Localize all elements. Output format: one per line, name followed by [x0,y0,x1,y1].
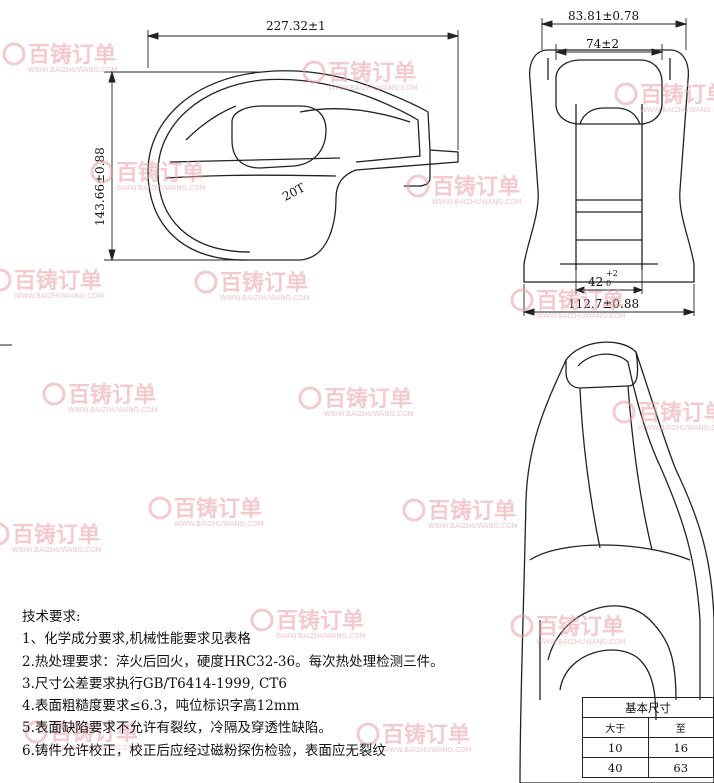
inner-width-dimension: 74±2 [586,37,619,51]
front-view-dimensions [522,18,696,316]
table-header: 大于 [582,717,649,738]
svg-text:百铸订单: 百铸订单 [68,382,156,408]
svg-text:百铸订单: 百铸订单 [50,720,138,746]
table-cell: 16 [647,737,714,758]
svg-text:WWW.BAIZHUWANG.COM: WWW.BAIZHUWANG.COM [638,424,714,432]
svg-text:WWW.BAIZHUWANG.COM: WWW.BAIZHUWANG.COM [14,292,104,300]
svg-text:WWW.BAIZHUWANG.COM: WWW.BAIZHUWANG.COM [640,106,714,114]
requirement-item: 3.尺寸公差要求执行GB/T6414-1999, CT6 [22,675,287,692]
isometric-view [519,341,714,783]
svg-text:WWW.BAIZHUWANG.COM: WWW.BAIZHUWANG.COM [28,66,118,74]
watermarks: 百铸订单 WWW.BAIZHUWANG.COM 百铸订单 WWW.BAIZHUW… [0,42,714,754]
technical-requirements: 技术要求: 1、化学成分要求,机械性能要求见表格 2.热处理要求：淬火后回火，硬… [22,606,444,762]
watermark: 百铸订单 WWW.BAIZHUWANG.COM [302,60,418,92]
svg-text:百铸订单: 百铸订单 [324,386,412,412]
slot-tolerance-lower: 0 [606,279,611,288]
svg-text:WWW.BAIZHUWANG.COM: WWW.BAIZHUWANG.COM [328,84,418,92]
watermark: 百铸订单 WWW.BAIZHUWANG.COM [612,400,714,432]
side-view-dimensions [104,30,460,262]
svg-text:WWW.BAIZHUWANG.COM: WWW.BAIZHUWANG.COM [536,312,626,320]
table-title: 基本尺寸 [582,697,714,718]
table-cell: 63 [647,757,714,778]
requirement-item: 4.表面粗糙度要求≤6.3，吨位标识字高12mm [22,698,300,715]
watermark: 百铸订单 WWW.BAIZHUWANG.COM [250,608,366,640]
svg-text:百铸订单: 百铸订单 [638,400,714,426]
svg-text:百铸订单: 百铸订单 [174,496,262,522]
svg-text:WWW.BAIZHUWANG.COM: WWW.BAIZHUWANG.COM [432,198,522,206]
watermark: 百铸订单 WWW.BAIZHUWANG.COM [148,496,264,528]
svg-text:WWW.BAIZHUWANG.COM: WWW.BAIZHUWANG.COM [324,410,414,418]
watermark: 百铸订单 WWW.BAIZHUWANG.COM [0,522,102,554]
svg-text:WWW.BAIZHUWANG.COM: WWW.BAIZHUWANG.COM [428,522,518,530]
svg-text:WWW.BAIZHUWANG.COM: WWW.BAIZHUWANG.COM [536,638,626,646]
svg-text:WWW.BAIZHUWANG.COM: WWW.BAIZHUWANG.COM [12,546,102,554]
height-dimension: 143.66±0.88 [93,147,107,226]
watermark: 百铸订单 WWW.BAIZHUWANG.COM [406,174,522,206]
requirements-title: 技术要求: [22,609,81,625]
requirement-item: 5.表面缺陷要求不允许有裂纹，冷隔及穿透性缺陷。 [22,720,332,737]
watermark: 百铸订单 WWW.BAIZHUWANG.COM [90,160,206,192]
watermark: 百铸订单 WWW.BAIZHUWANG.COM [510,288,626,320]
side-view [147,70,459,261]
tonnage-marking: 20T [280,181,307,204]
svg-text:百铸订单: 百铸订单 [536,288,624,314]
watermark: 百铸订单 WWW.BAIZHUWANG.COM [510,614,626,646]
base-width-dimension: 112.7±0.88 [568,297,639,311]
slot-tolerance-upper: +2 [606,269,618,278]
front-view [523,49,695,283]
basic-size-table: 基本尺寸 大于 至 10 16 40 63 [582,697,714,778]
svg-text:百铸订单: 百铸订单 [220,270,308,296]
svg-text:WWW.BAIZHUWANG.COM: WWW.BAIZHUWANG.COM [116,184,206,192]
svg-text:百铸订单: 百铸订单 [432,174,520,200]
table-cell: 10 [582,737,649,758]
watermark: 百铸订单 WWW.BAIZHUWANG.COM [24,720,140,752]
watermark: 百铸订单 WWW.BAIZHUWANG.COM [42,382,158,414]
requirement-item: 6.铸件允许校正，校正后应经过磁粉探伤检验，表面应无裂纹 [22,742,386,759]
svg-text:百铸订单: 百铸订单 [428,498,516,524]
svg-text:WWW.BAIZHUWANG.COM: WWW.BAIZHUWANG.COM [50,744,140,752]
svg-text:百铸订单: 百铸订单 [28,42,116,68]
watermark: 百铸订单 WWW.BAIZHUWANG.COM [614,82,714,114]
slot-width-dimension: 42 [588,275,603,289]
watermark: 百铸订单 WWW.BAIZHUWANG.COM [356,722,472,754]
watermark: 百铸订单 WWW.BAIZHUWANG.COM [402,498,518,530]
svg-text:WWW.BAIZHUWANG.COM: WWW.BAIZHUWANG.COM [68,406,158,414]
svg-text:百铸订单: 百铸订单 [382,722,470,748]
svg-text:WWW.BAIZHUWANG.COM: WWW.BAIZHUWANG.COM [382,746,472,754]
svg-text:百铸订单: 百铸订单 [116,160,204,186]
requirement-item: 1、化学成分要求,机械性能要求见表格 [22,631,251,648]
requirement-item: 2.热处理要求：淬火后回火，硬度HRC32-36。每次热处理检测三件。 [22,653,444,670]
svg-text:WWW.BAIZHUWANG.COM: WWW.BAIZHUWANG.COM [174,520,264,528]
watermark: 百铸订单 WWW.BAIZHUWANG.COM [194,270,310,302]
svg-text:百铸订单: 百铸订单 [276,608,364,634]
table-header: 至 [647,717,714,738]
svg-text:WWW.BAIZHUWANG.COM: WWW.BAIZHUWANG.COM [276,632,366,640]
table-row: 40 63 [582,757,714,778]
watermark: 百铸订单 WWW.BAIZHUWANG.COM [2,42,118,74]
svg-text:百铸订单: 百铸订单 [536,614,624,640]
table-cell: 40 [582,757,649,778]
length-dimension: 227.32±1 [266,19,326,33]
svg-text:百铸订单: 百铸订单 [14,268,102,294]
top-width-dimension: 83.81±0.78 [568,9,639,23]
svg-text:百铸订单: 百铸订单 [328,60,416,86]
table-row: 10 16 [582,737,714,758]
svg-text:百铸订单: 百铸订单 [12,522,100,548]
watermark: 百铸订单 WWW.BAIZHUWANG.COM [298,386,414,418]
svg-text:WWW.BAIZHUWANG.COM: WWW.BAIZHUWANG.COM [220,294,310,302]
watermark: 百铸订单 WWW.BAIZHUWANG.COM [0,268,104,300]
svg-text:百铸订单: 百铸订单 [640,82,714,108]
